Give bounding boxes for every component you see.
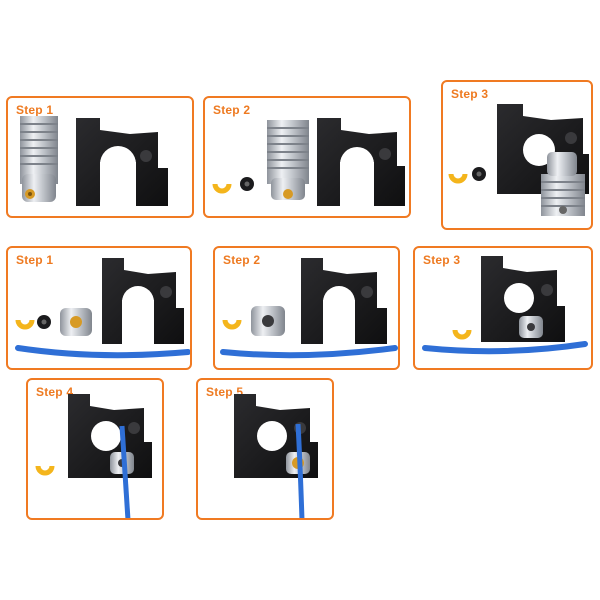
- collet-icon: [240, 177, 254, 191]
- clip-icon: [452, 329, 472, 340]
- step-label: Step 5: [206, 385, 244, 399]
- clip-icon: [448, 173, 468, 184]
- extruder-bracket-icon: [481, 256, 565, 342]
- step-panel-3: Step 3: [441, 80, 593, 230]
- extruder-bracket-icon: [301, 258, 387, 344]
- heatsink-icon: [20, 116, 58, 202]
- step-label: Step 3: [451, 87, 489, 101]
- step-label: Step 1: [16, 253, 54, 267]
- step-label: Step 1: [16, 103, 54, 117]
- ptfe-tube-icon: [220, 345, 398, 359]
- step-label: Step 2: [213, 103, 251, 117]
- clip-icon: [222, 319, 242, 330]
- heatsink-icon: [267, 120, 309, 200]
- ptfe-tube-icon: [119, 425, 131, 518]
- coupler-icon: [251, 306, 285, 336]
- coupler-icon: [519, 316, 543, 338]
- clip-icon: [15, 319, 35, 330]
- collet-icon: [472, 167, 486, 181]
- step-panel-1: Step 1: [6, 96, 194, 218]
- collet-icon: [37, 315, 51, 329]
- step-panel-6: Step 3: [413, 246, 593, 370]
- step-panel-2: Step 2: [203, 96, 411, 218]
- extruder-bracket-icon: [317, 118, 405, 206]
- step-panel-8: Step 5: [196, 378, 334, 520]
- ptfe-tube-icon: [422, 341, 588, 355]
- step-panel-4: Step 1: [6, 246, 192, 370]
- heatsink-icon: [541, 152, 585, 216]
- clip-icon: [35, 465, 55, 476]
- extruder-bracket-icon: [76, 118, 168, 206]
- step-label: Step 4: [36, 385, 74, 399]
- ptfe-tube-icon: [15, 345, 190, 359]
- step-panel-7: Step 4: [26, 378, 164, 520]
- coupler-icon: [60, 308, 92, 336]
- step-label: Step 3: [423, 253, 461, 267]
- step-panel-5: Step 2: [213, 246, 400, 370]
- clip-icon: [212, 183, 232, 194]
- extruder-bracket-icon: [102, 258, 184, 344]
- ptfe-tube-icon: [295, 423, 305, 518]
- step-label: Step 2: [223, 253, 261, 267]
